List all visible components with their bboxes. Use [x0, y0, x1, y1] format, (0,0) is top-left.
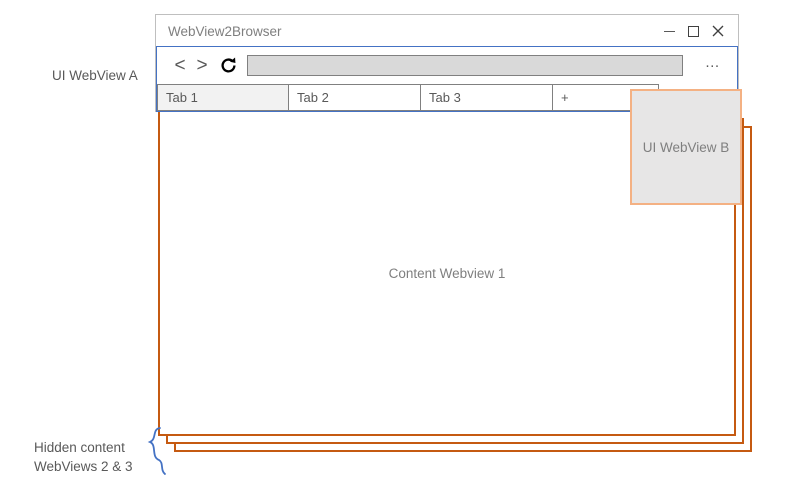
window-title: WebView2Browser	[168, 23, 282, 39]
close-icon[interactable]	[712, 25, 724, 37]
forward-button[interactable]: >	[196, 54, 208, 76]
content-webview-1-label: Content Webview 1	[388, 266, 506, 281]
annotation-ui-webview-a: UI WebView A	[52, 68, 138, 83]
maximize-icon[interactable]	[688, 25, 699, 37]
ui-webview-b[interactable]: UI WebView B	[630, 89, 742, 205]
address-input[interactable]	[247, 54, 683, 76]
tab-3[interactable]: Tab 3	[421, 84, 553, 111]
reload-icon[interactable]	[215, 56, 241, 75]
tab-1[interactable]: Tab 1	[157, 84, 289, 111]
hidden-content-brace	[147, 427, 166, 475]
window-controls	[664, 25, 732, 37]
minimize-icon[interactable]	[664, 30, 675, 32]
back-button[interactable]: <	[174, 54, 186, 76]
more-options-button[interactable]: …	[704, 53, 722, 71]
title-bar[interactable]: WebView2Browser	[156, 15, 738, 47]
annotation-hidden-content: Hidden content WebViews 2 & 3	[34, 440, 133, 474]
tab-2[interactable]: Tab 2	[289, 84, 421, 111]
browser-toolbar: < > …	[157, 47, 737, 83]
ui-webview-b-label: UI WebView B	[642, 139, 730, 155]
